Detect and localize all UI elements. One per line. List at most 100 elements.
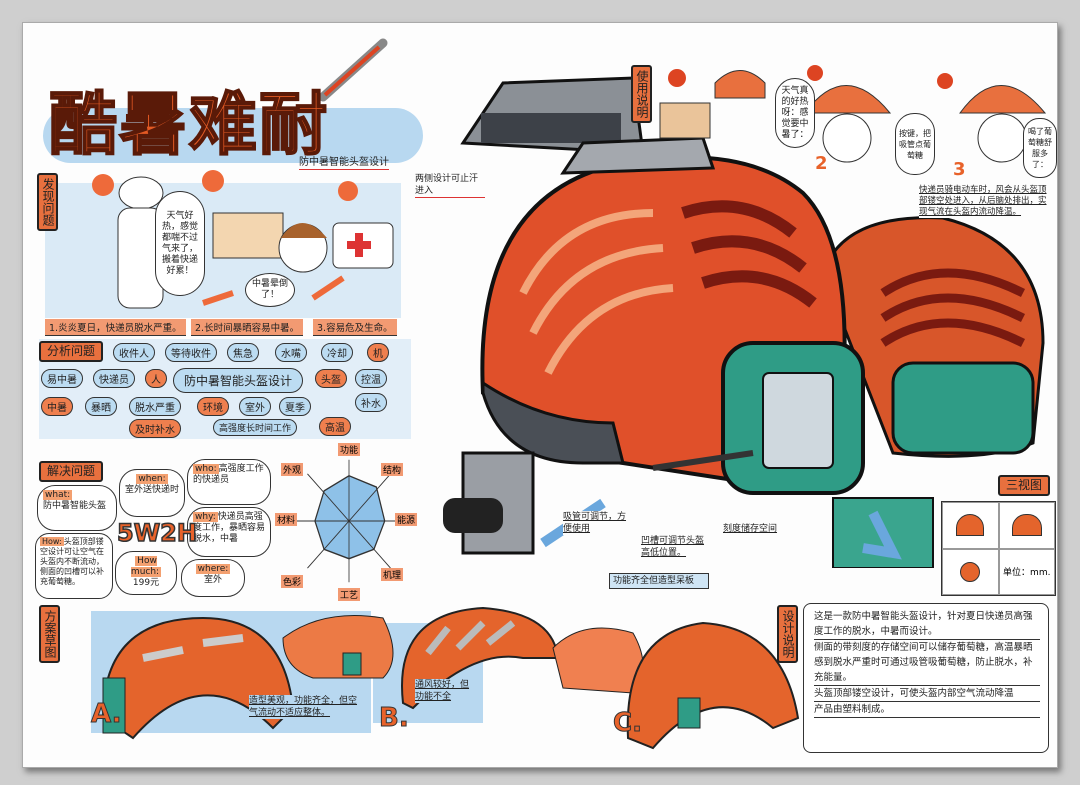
side-view [998,502,1055,549]
mindmap-node: 机 [367,343,389,362]
5w2h-why: why:快递员高强度工作，暴晒容易脱水，中暑 [187,507,271,557]
description-point: 产品由塑料制成。 [814,702,1040,718]
helmet-a [101,616,295,740]
mindmap-node: 水嘴 [275,343,307,362]
what-key: what: [43,490,73,500]
mindmap-node: 环境 [197,397,229,416]
usage-label: 使用说明 [631,65,652,123]
three-view-grid: 单位：mm. [941,501,1056,596]
helmet-sketches [101,606,800,750]
radar-chart [295,459,403,583]
radar-label: 材料 [275,513,298,526]
poster-subtitle: 防中暑智能头盔设计 [299,157,389,170]
who-key: who: [193,464,219,474]
title-backdrop [43,108,423,163]
radar-label: 工艺 [338,588,361,601]
speech-bubble-faint: 中暑晕倒了！ [245,273,295,307]
usage-step-3: 3 [953,159,966,180]
thermometer-icon [318,38,388,102]
views-label: 三视图 [998,475,1051,496]
mindmap-node: 冷却 [321,343,353,362]
side-note: 两侧设计可止汗进入 [415,173,485,198]
5w2h-what: what:防中暑智能头盔 [37,485,117,531]
poster-title: 酷暑难耐 [48,85,330,166]
mindmap-center: 防中暑智能头盔设计 [173,368,304,393]
usage-speech-2: 按键，把吸管点葡萄糖 [895,113,935,175]
callout-straw: 吸管可调节，方便使用 [563,511,628,535]
when-key: when: [136,474,168,484]
when-value: 室外送快递时 [125,485,180,495]
where-key: where: [195,564,231,574]
mindmap-node: 补水 [355,393,387,412]
mindmap-node: 高强度长时间工作 [213,419,298,436]
caption-1: 1.炎炎夏日，快递员脱水严重。 [45,319,186,336]
radar-label: 机理 [381,568,404,581]
how-key: How: [40,537,64,546]
description-box: 这是一款防中暑智能头盔设计，针对夏日快递员高强度工作的脱水，中暑而设计。 侧面的… [803,603,1049,753]
why-value: 快递员高强度工作，暴晒容易脱水，中暑 [193,512,266,544]
discover-comic [92,170,394,309]
helmet-c [626,621,800,750]
usage-note: 快递员骑电动车时，风会从头盔顶部镂空处进入，从后脑处排出，实现气流在头盔内流动降… [919,185,1053,218]
what-value: 防中暑智能头盔 [43,501,107,511]
5w2h-how: How:头盔顶部镂空设计可让空气在头盔内不断流动，侧面的凹槽可以补充葡萄糖。 [35,533,113,599]
mindmap-node: 头盔 [315,369,347,388]
radar-label: 功能 [338,443,361,456]
mindmap-node: 人 [145,369,167,388]
mindmap-node: 焦急 [227,343,259,362]
analysis-label: 分析问题 [39,341,104,362]
helmet-b-back [552,627,644,694]
front-view [942,502,999,549]
usage-step-2: 2 [815,153,828,174]
description-intro: 这是一款防中暑智能头盔设计，针对夏日快递员高强度工作的脱水，中暑而设计。 [814,609,1040,640]
mindmap-node: 控温 [355,369,387,388]
why-key: why: [193,512,218,522]
description-label: 设计说明 [777,605,798,663]
usage-speech-3: 喝了葡萄糖舒服多了： [1023,118,1057,178]
mindmap-node: 夏季 [279,397,311,416]
sketch-label: 方案草图 [39,605,60,663]
radar-label: 色彩 [281,575,304,588]
sketch-a-letter: A. [90,699,122,730]
mindmap-node: 中暑 [41,397,73,416]
unit-label: 单位：mm. [998,548,1055,595]
mindmap-node: 收件人 [113,343,155,362]
mindmap-node: 脱水严重 [129,397,181,416]
howmuch-value: 199元 [132,578,160,588]
mindmap-node: 暴晒 [85,397,117,416]
radar-label: 结构 [381,463,404,476]
5w2h-logo: 5W2H [116,518,197,548]
sketch-a-note: 造型美观，功能齐全，但空气流动不适应整体。 [249,695,359,719]
callout-storage: 刻度储存空间 [723,523,803,535]
mindmap-node: 高温 [319,417,351,436]
sketch-c-note: 功能齐全但造型呆板 [609,573,709,589]
mindmap-node: 及时补水 [129,419,181,438]
caption-3: 3.容易危及生命。 [313,319,397,336]
mindmap-node: 快递员 [93,369,135,388]
discover-label: 发现问题 [37,173,58,231]
solve-label: 解决问题 [39,461,104,482]
caption-2: 2.长时间暴晒容易中暑。 [191,319,304,336]
callout-groove: 凹槽可调节头盔高低位置。 [641,535,709,559]
main-helmet-render [443,76,1045,568]
5w2h-who: who:高强度工作的快递员 [187,459,271,505]
sketch-b-letter: B. [379,703,410,734]
how-value: 头盔顶部镂空设计可让空气在头盔内不断流动，侧面的凹槽可以补充葡萄糖。 [40,537,104,586]
mindmap-node: 等待收件 [165,343,217,362]
who-value: 高强度工作的快递员 [193,464,264,485]
mindmap-node: 室外 [239,397,271,416]
description-point: 头盔顶部镂空设计，可使头盔内部空气流动降温 [814,686,1040,702]
usage-speech-1: 天气真的好热呀：感觉要中暑了： [775,78,815,148]
helmet-a-back [282,615,394,679]
top-view [942,548,999,595]
sketch-c-letter: C. [613,708,643,739]
radar-label: 外观 [281,463,304,476]
usage-comic [659,65,1047,163]
sketch-b-note: 通风较好，但功能不全 [415,679,477,703]
speech-bubble-hot: 天气好热，感觉都喘不过气来了，搬着快递好累！ [155,191,205,296]
radar-label: 能源 [395,513,418,526]
poster: 酷暑难耐 防中暑智能头盔设计 发现问题 天气好热，感觉都喘不过气来了，搬着快递好… [22,22,1058,768]
mindmap-node: 易中暑 [41,369,83,388]
description-point: 侧面的带刻度的存储空间可以储存葡萄糖，高温暴晒感到脱水严重时可通过吸管吸葡萄糖，… [814,640,1040,686]
5w2h-where: where:室外 [181,559,245,597]
